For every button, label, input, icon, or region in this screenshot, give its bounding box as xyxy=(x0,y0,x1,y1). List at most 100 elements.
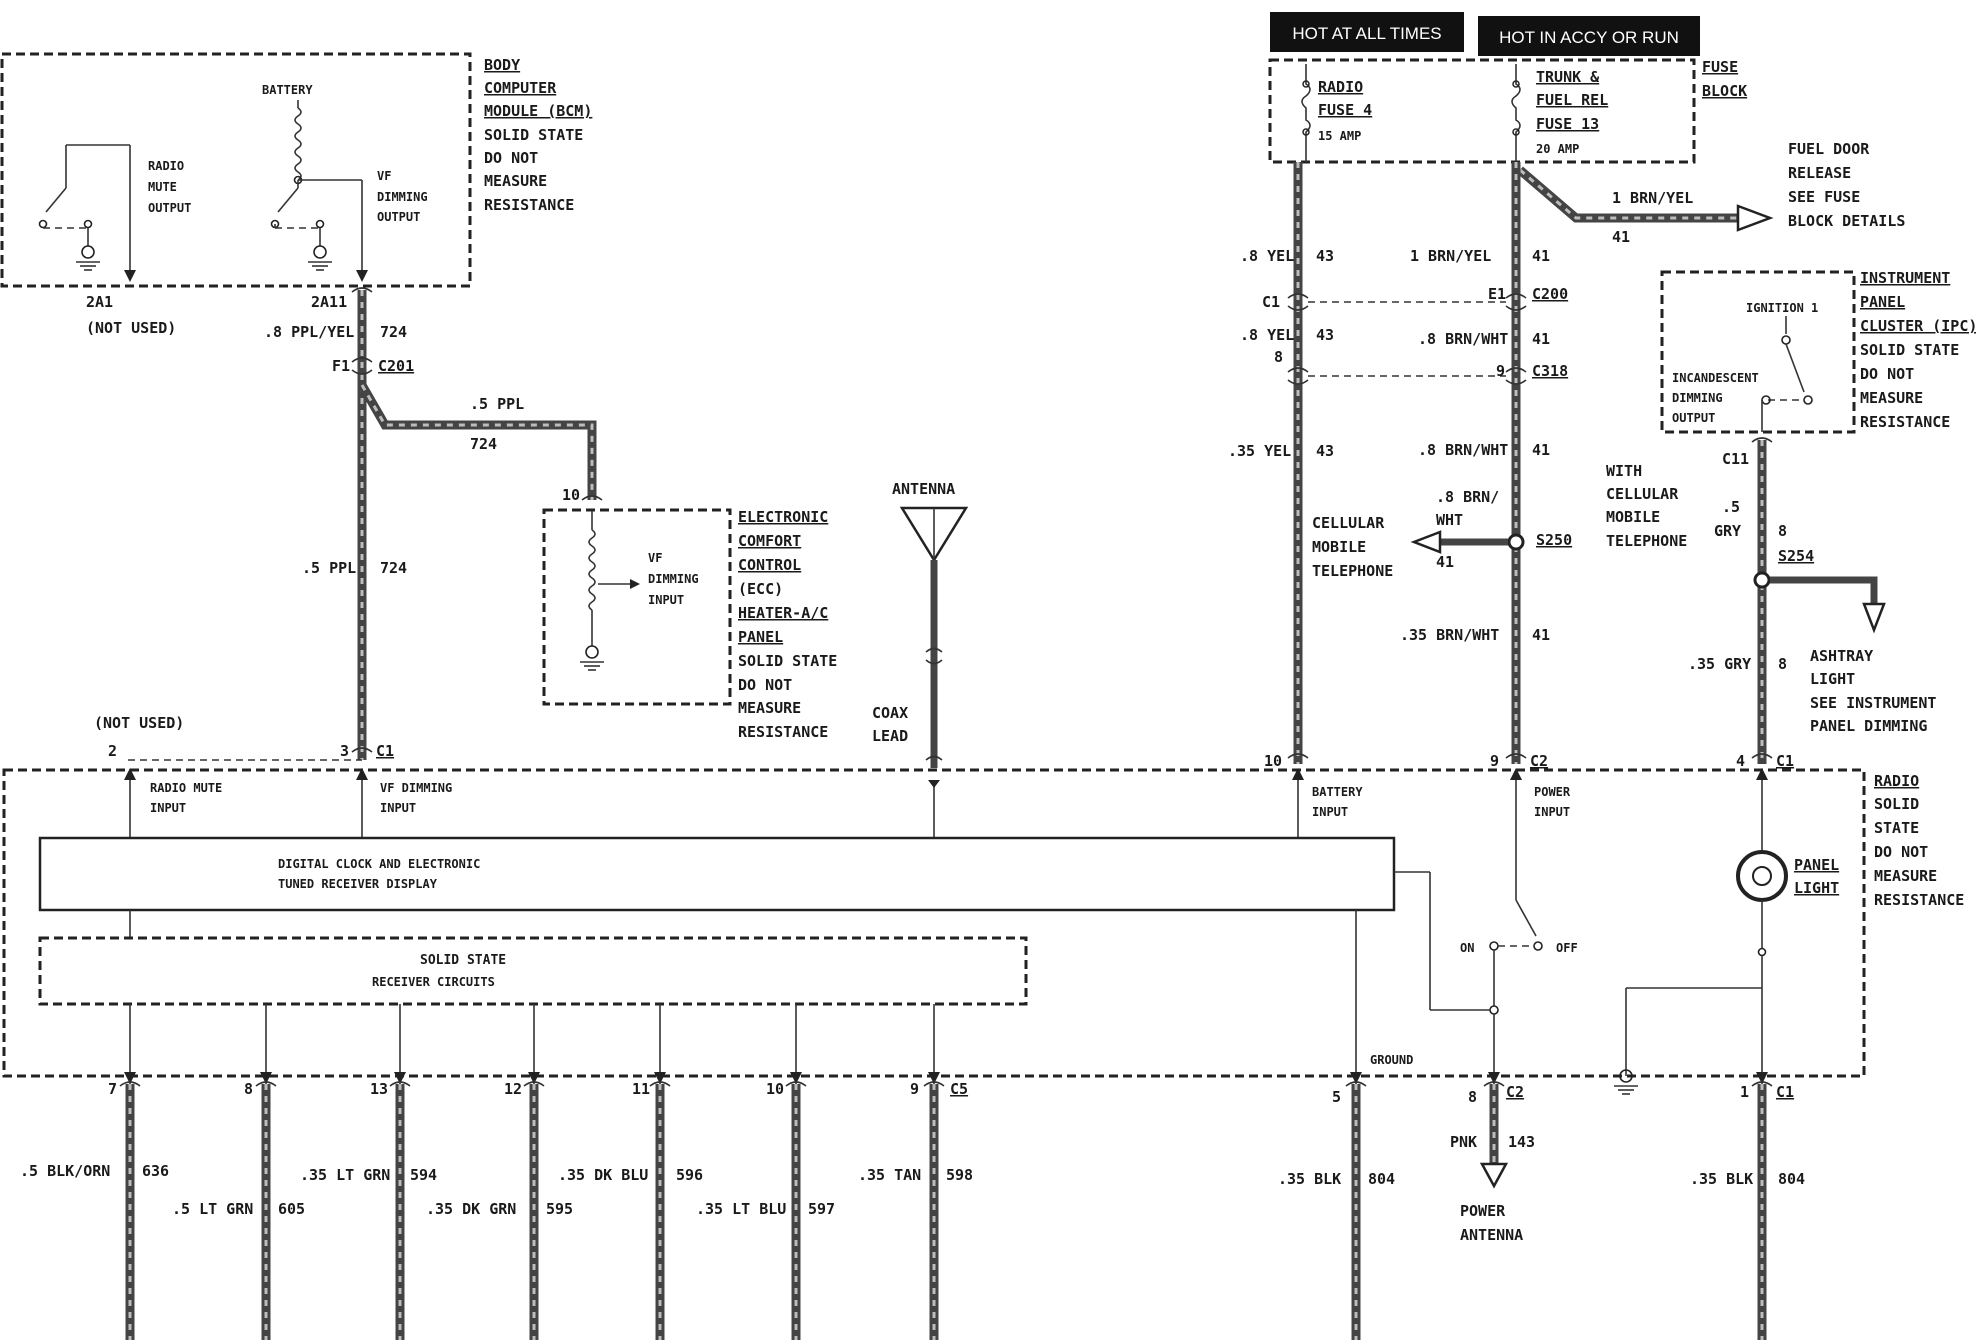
ipc-incandescent-2: DIMMING xyxy=(1672,391,1723,405)
ecc-label: ELECTRONIC COMFORT CONTROL (ECC) HEATER-… xyxy=(738,508,837,741)
radio-vf-input-1: VF DIMMING xyxy=(380,781,452,795)
radio-switch-off: OFF xyxy=(1556,941,1578,955)
wire-41-gauge-1: 1 BRN/YEL xyxy=(1410,247,1491,265)
wire-41-gauge-3: .8 BRN/WHT xyxy=(1418,441,1508,459)
wire-8-gauge-1b: GRY xyxy=(1714,522,1741,540)
fuel-door-label-4: BLOCK DETAILS xyxy=(1788,212,1905,230)
bw-pin-7: 7 xyxy=(108,1080,117,1098)
fuel-door-wire xyxy=(1517,166,1774,232)
ipc-label-4: SOLID STATE xyxy=(1860,341,1959,359)
panel-wire-c1: C1 xyxy=(1776,1083,1794,1101)
bw-circuit-596: 596 xyxy=(676,1166,703,1184)
ipc-label-3: CLUSTER (IPC) xyxy=(1860,317,1976,335)
ecc-pin: 10 xyxy=(562,486,580,504)
trunk-fuse-label-3: FUSE 13 xyxy=(1536,115,1599,133)
radio-power-input-2: INPUT xyxy=(1534,805,1570,819)
radio-label-5: MEASURE xyxy=(1874,867,1937,885)
panel-wire-circuit: 804 xyxy=(1778,1170,1805,1188)
wire-41-c2: C2 xyxy=(1530,752,1548,770)
radio-c1-top: C1 xyxy=(376,742,394,760)
panel-wire-pin: 1 xyxy=(1740,1083,1749,1101)
wire-8-s254: S254 xyxy=(1778,547,1814,565)
bcm-label-4: SOLID STATE xyxy=(484,126,583,144)
wire-41-s250: S250 xyxy=(1536,531,1572,549)
bw-pin-11: 11 xyxy=(632,1080,650,1098)
wire-724 xyxy=(351,287,603,760)
cellular-right-4: TELEPHONE xyxy=(1606,532,1687,550)
radio-fuse-label-2: FUSE 4 xyxy=(1318,101,1372,119)
wire-724-gauge-2: .5 PPL xyxy=(470,395,524,413)
bw-gauge-598: .35 TAN xyxy=(858,1166,921,1184)
wire-43-circuit-2: 43 xyxy=(1316,326,1334,344)
antenna-coax-2: LEAD xyxy=(872,727,908,745)
cellular-right-1: WITH xyxy=(1606,462,1642,480)
wire-41-gauge-4b: WHT xyxy=(1436,511,1463,529)
wire-8-circuit-2: 8 xyxy=(1778,655,1787,673)
radio-power-input-1: POWER xyxy=(1534,785,1571,799)
fuel-door-label-1: FUEL DOOR xyxy=(1788,140,1870,158)
ecc-label-10: RESISTANCE xyxy=(738,723,828,741)
wire-41-pin-9: 9 xyxy=(1490,752,1499,770)
ecc-vf-label-3: INPUT xyxy=(648,593,684,607)
ecc-label-8: DO NOT xyxy=(738,676,792,694)
ecc-label-2: COMFORT xyxy=(738,532,801,550)
wire-41-gauge-2: .8 BRN/WHT xyxy=(1418,330,1508,348)
wire-43-pin-10: 10 xyxy=(1264,752,1282,770)
bw-pin-8: 8 xyxy=(244,1080,253,1098)
radio-label-1: RADIO xyxy=(1874,772,1919,790)
wire-41-c200: C200 xyxy=(1532,285,1568,303)
header-hot-in-accy-text: HOT IN ACCY OR RUN xyxy=(1499,28,1679,47)
bw-pin-13: 13 xyxy=(370,1080,388,1098)
wire-8-gauge-1a: .5 xyxy=(1722,498,1740,516)
radio-pin-2: 2 xyxy=(108,742,117,760)
cellular-left-1: CELLULAR xyxy=(1312,514,1385,532)
bw-c5: C5 xyxy=(950,1080,968,1098)
wire-41-circuit-2: 41 xyxy=(1532,330,1550,348)
ipc-label-1: INSTRUMENT xyxy=(1860,269,1950,287)
bw-gauge-597: .35 LT BLU xyxy=(696,1200,786,1218)
panel-wire-gauge: .35 BLK xyxy=(1690,1170,1753,1188)
fuel-door-gauge: 1 BRN/YEL xyxy=(1612,189,1693,207)
cellular-right-3: MOBILE xyxy=(1606,508,1660,526)
bcm-label-1: BODY xyxy=(484,56,520,74)
wire-41-circuit-3: 41 xyxy=(1532,441,1550,459)
ipc-label-7: RESISTANCE xyxy=(1860,413,1950,431)
bw-circuit-597: 597 xyxy=(808,1200,835,1218)
bcm-vf-label-2: DIMMING xyxy=(377,190,428,204)
bcm-label-5: DO NOT xyxy=(484,149,538,167)
bcm-label-6: MEASURE xyxy=(484,172,547,190)
ecc-label-4: (ECC) xyxy=(738,580,783,598)
bw-gauge-605: .5 LT GRN xyxy=(172,1200,253,1218)
radio-label-2: SOLID xyxy=(1874,795,1919,813)
bcm-radio-mute-label-3: OUTPUT xyxy=(148,201,191,215)
ecc-label-6: PANEL xyxy=(738,628,783,646)
wire-43-circuit-1: 43 xyxy=(1316,247,1334,265)
radio-label: RADIO SOLID STATE DO NOT MEASURE RESISTA… xyxy=(1874,772,1964,909)
ecc-label-1: ELECTRONIC xyxy=(738,508,828,526)
wire-41-e1: E1 xyxy=(1488,285,1506,303)
ground-wire-circuit: 804 xyxy=(1368,1170,1395,1188)
ipc-module: IGNITION 1 INCANDESCENT DIMMING OUTPUT xyxy=(1660,270,1856,434)
panel-light-label-2: LIGHT xyxy=(1794,879,1839,897)
wire-41-gauge-4a: .8 BRN/ xyxy=(1436,488,1499,506)
radio-ground-label: GROUND xyxy=(1370,1053,1413,1067)
bw-circuit-636: 636 xyxy=(142,1162,169,1180)
ashtray-label-1: ASHTRAY xyxy=(1810,647,1873,665)
wire-724-c201: C201 xyxy=(378,357,414,375)
wire-724-gauge-3: .5 PPL xyxy=(302,559,356,577)
wire-41-circuit-4: 41 xyxy=(1436,553,1454,571)
radio-battery-input-1: BATTERY xyxy=(1312,785,1363,799)
ipc-ignition: IGNITION 1 xyxy=(1746,301,1818,315)
ecc-label-9: MEASURE xyxy=(738,699,801,717)
bcm-pin-2a11: 2A11 xyxy=(311,293,347,311)
bw-pin-10: 10 xyxy=(766,1080,784,1098)
wire-41-pin-9a: 9 xyxy=(1496,362,1505,380)
antenna-wire-pin: 8 xyxy=(1468,1088,1477,1106)
radio-label-6: RESISTANCE xyxy=(1874,891,1964,909)
cellular-left-3: TELEPHONE xyxy=(1312,562,1393,580)
wire-8-gauge-2: .35 GRY xyxy=(1688,655,1751,673)
bw-circuit-594: 594 xyxy=(410,1166,437,1184)
radio-vf-input-2: INPUT xyxy=(380,801,416,815)
header-hot-in-accy: HOT IN ACCY OR RUN xyxy=(1478,16,1700,56)
wire-43-gauge-3: .35 YEL xyxy=(1228,442,1291,460)
